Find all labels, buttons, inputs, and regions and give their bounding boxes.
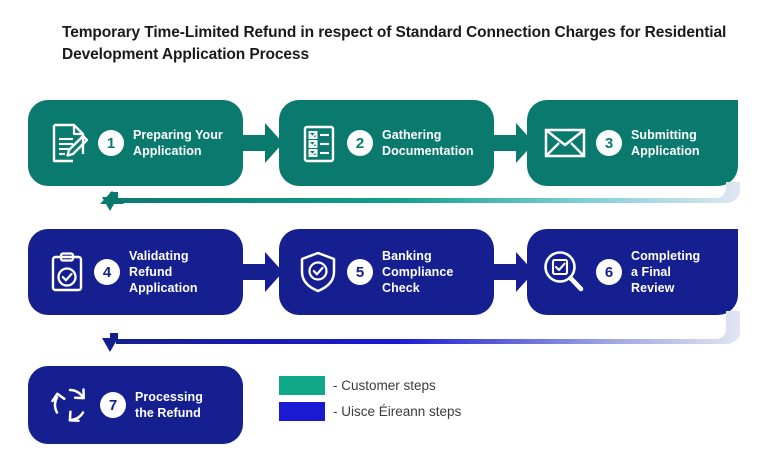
- step-box-5[interactable]: 5 Banking Compliance Check: [279, 229, 494, 315]
- step-box-6[interactable]: 6 Completing a Final Review: [527, 229, 738, 315]
- shield-check-icon: [299, 251, 337, 293]
- step-number-7: 7: [100, 392, 126, 418]
- step-box-4[interactable]: 4 Validating Refund Application: [28, 229, 243, 315]
- step-number-5: 5: [347, 259, 373, 285]
- legend-label-customer: - Customer steps: [333, 378, 436, 393]
- step-label-5: Banking Compliance Check: [382, 248, 454, 296]
- step-label-1: Preparing Your Application: [133, 127, 223, 158]
- arrow-step2-to-step3: [494, 122, 534, 164]
- step-box-7[interactable]: 7 Processing the Refund: [28, 366, 243, 444]
- arrow-step1-to-step2: [243, 122, 283, 164]
- step-box-1[interactable]: 1 Preparing Your Application: [28, 100, 243, 186]
- checklist-icon: [301, 122, 337, 164]
- legend-label-uisce: - Uisce Éireann steps: [333, 404, 462, 419]
- step-number-4: 4: [94, 259, 120, 285]
- legend-item-customer: - Customer steps: [279, 376, 461, 395]
- step-box-3[interactable]: 3 Submitting Application: [527, 100, 738, 186]
- arrow-step4-to-step5: [243, 251, 283, 293]
- step-number-1: 1: [98, 130, 124, 156]
- step-number-2: 2: [347, 130, 373, 156]
- step-number-3: 3: [596, 130, 622, 156]
- connector-row2-to-row3: [80, 311, 740, 357]
- step-label-4: Validating Refund Application: [129, 248, 198, 296]
- connector-row1-to-row2: [80, 182, 740, 228]
- step-number-6: 6: [596, 259, 622, 285]
- clipboard-check-icon: [50, 251, 84, 293]
- step-label-6: Completing a Final Review: [631, 248, 701, 296]
- legend-swatch-uisce: [279, 402, 325, 421]
- page-title: Temporary Time-Limited Refund in respect…: [62, 24, 727, 63]
- step-label-7: Processing the Refund: [135, 389, 203, 420]
- step-label-2: Gathering Documentation: [382, 127, 474, 158]
- arrow-step5-to-step6: [494, 251, 534, 293]
- legend-swatch-customer: [279, 376, 325, 395]
- magnifier-check-icon: [542, 250, 586, 294]
- step-box-2[interactable]: 2 Gathering Documentation: [279, 100, 494, 186]
- legend-item-uisce: - Uisce Éireann steps: [279, 402, 461, 421]
- refresh-cycle-icon: [50, 385, 90, 425]
- legend: - Customer steps - Uisce Éireann steps: [279, 376, 461, 428]
- document-pencil-icon: [50, 122, 88, 164]
- envelope-icon: [544, 126, 586, 160]
- step-label-3: Submitting Application: [631, 127, 700, 158]
